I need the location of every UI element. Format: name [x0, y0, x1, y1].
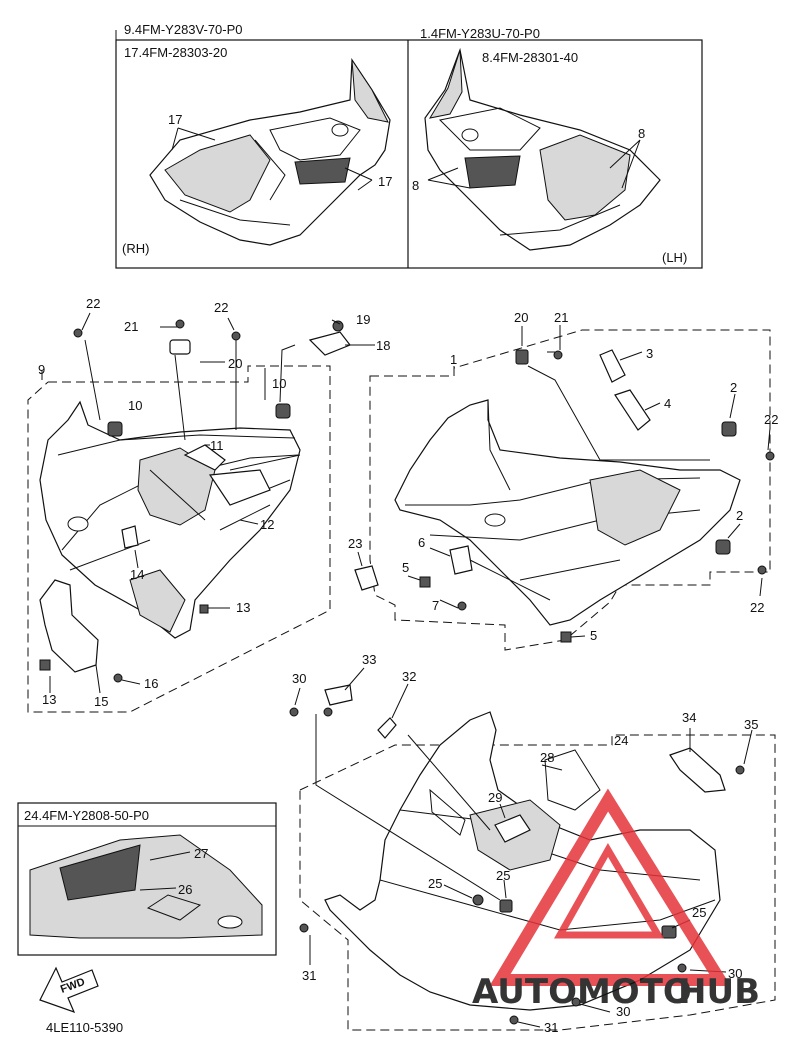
rh-side-label: (RH): [122, 241, 149, 256]
side-cover-header-box: 9.4FM-Y283V-70-P0 17.4FM-28303-20 1.4FM-…: [115, 22, 703, 269]
rh-side-cover-drawing: [149, 58, 391, 246]
callout-23: 23: [348, 536, 362, 551]
callout-8a: 8: [638, 126, 645, 141]
decal-box-code: 24.4FM-Y2808-50-P0: [24, 808, 149, 823]
lh-code-sub: 8.4FM-28301-40: [482, 50, 578, 65]
callout-25b: 25: [496, 868, 510, 883]
callout-8b: 8: [412, 178, 419, 193]
callout-2a: 2: [730, 380, 737, 395]
callout-7: 7: [432, 598, 439, 613]
callout-20b: 20: [514, 310, 528, 325]
callout-10b: 10: [128, 398, 142, 413]
callout-11: 11: [210, 438, 224, 453]
callout-12: 12: [260, 517, 274, 532]
callout-1: 1: [450, 352, 457, 367]
callout-34: 34: [682, 710, 696, 725]
callout-32: 32: [402, 669, 416, 684]
callout-27: 27: [194, 846, 208, 861]
callout-21a: 21: [124, 319, 138, 334]
callout-5b: 5: [402, 560, 409, 575]
automotohub-watermark: AUTOMOTO HUB: [472, 788, 760, 1012]
callout-15: 15: [94, 694, 108, 709]
left-cowling-assembly: 9: [27, 312, 375, 713]
watermark-text-1: AUTOMOTO: [472, 972, 692, 1012]
watermark-triangle-logo: [489, 788, 731, 986]
callout-19: 19: [356, 312, 370, 327]
callout-18: 18: [376, 338, 390, 353]
callout-30c: 30: [616, 1004, 630, 1019]
callout-17a: 17: [168, 112, 182, 127]
callout-20a: 20: [228, 356, 242, 371]
lh-code-top: 1.4FM-Y283U-70-P0: [420, 26, 540, 41]
callout-25c: 25: [692, 905, 706, 920]
callout-31a: 31: [302, 968, 316, 983]
watermark-text-2: HUB: [678, 972, 760, 1012]
callout-24: 24: [614, 733, 628, 748]
callout-10a: 10: [272, 376, 286, 391]
callout-13a: 13: [236, 600, 250, 615]
callout-22b: 22: [214, 300, 228, 315]
callout-13b: 13: [42, 692, 56, 707]
callout-22a: 22: [86, 296, 100, 311]
rh-code-sub: 17.4FM-28303-20: [124, 45, 227, 60]
callout-14: 14: [130, 567, 144, 582]
callout-2b: 2: [736, 508, 743, 523]
lh-side-label: (LH): [662, 250, 687, 265]
callout-22d: 22: [750, 600, 764, 615]
callout-29: 29: [488, 790, 502, 805]
callout-17b: 17: [378, 174, 392, 189]
callout-3: 3: [646, 346, 653, 361]
callout-33: 33: [362, 652, 376, 667]
diagram-code: 4LE110-5390: [46, 1020, 123, 1035]
callout-6: 6: [418, 535, 425, 550]
rh-code-top: 9.4FM-Y283V-70-P0: [124, 22, 243, 37]
callout-30a: 30: [292, 671, 306, 686]
callout-28: 28: [540, 750, 554, 765]
callout-25a: 25: [428, 876, 442, 891]
callout-21b: 21: [554, 310, 568, 325]
callout-4: 4: [664, 396, 671, 411]
decal-inset-box: 24.4FM-Y2808-50-P0: [17, 802, 277, 956]
callout-22c: 22: [764, 412, 778, 427]
callout-30b: 30: [728, 966, 742, 981]
callout-35: 35: [744, 717, 758, 732]
lh-side-cover-drawing: [424, 47, 661, 251]
callout-31b: 31: [544, 1020, 558, 1035]
right-cowling-assembly: 1: [354, 325, 775, 651]
fwd-arrow: FWD: [39, 966, 99, 1014]
callout-26: 26: [178, 882, 192, 897]
callout-16: 16: [144, 676, 158, 691]
callout-9: 9: [38, 362, 45, 377]
callout-5a: 5: [590, 628, 597, 643]
